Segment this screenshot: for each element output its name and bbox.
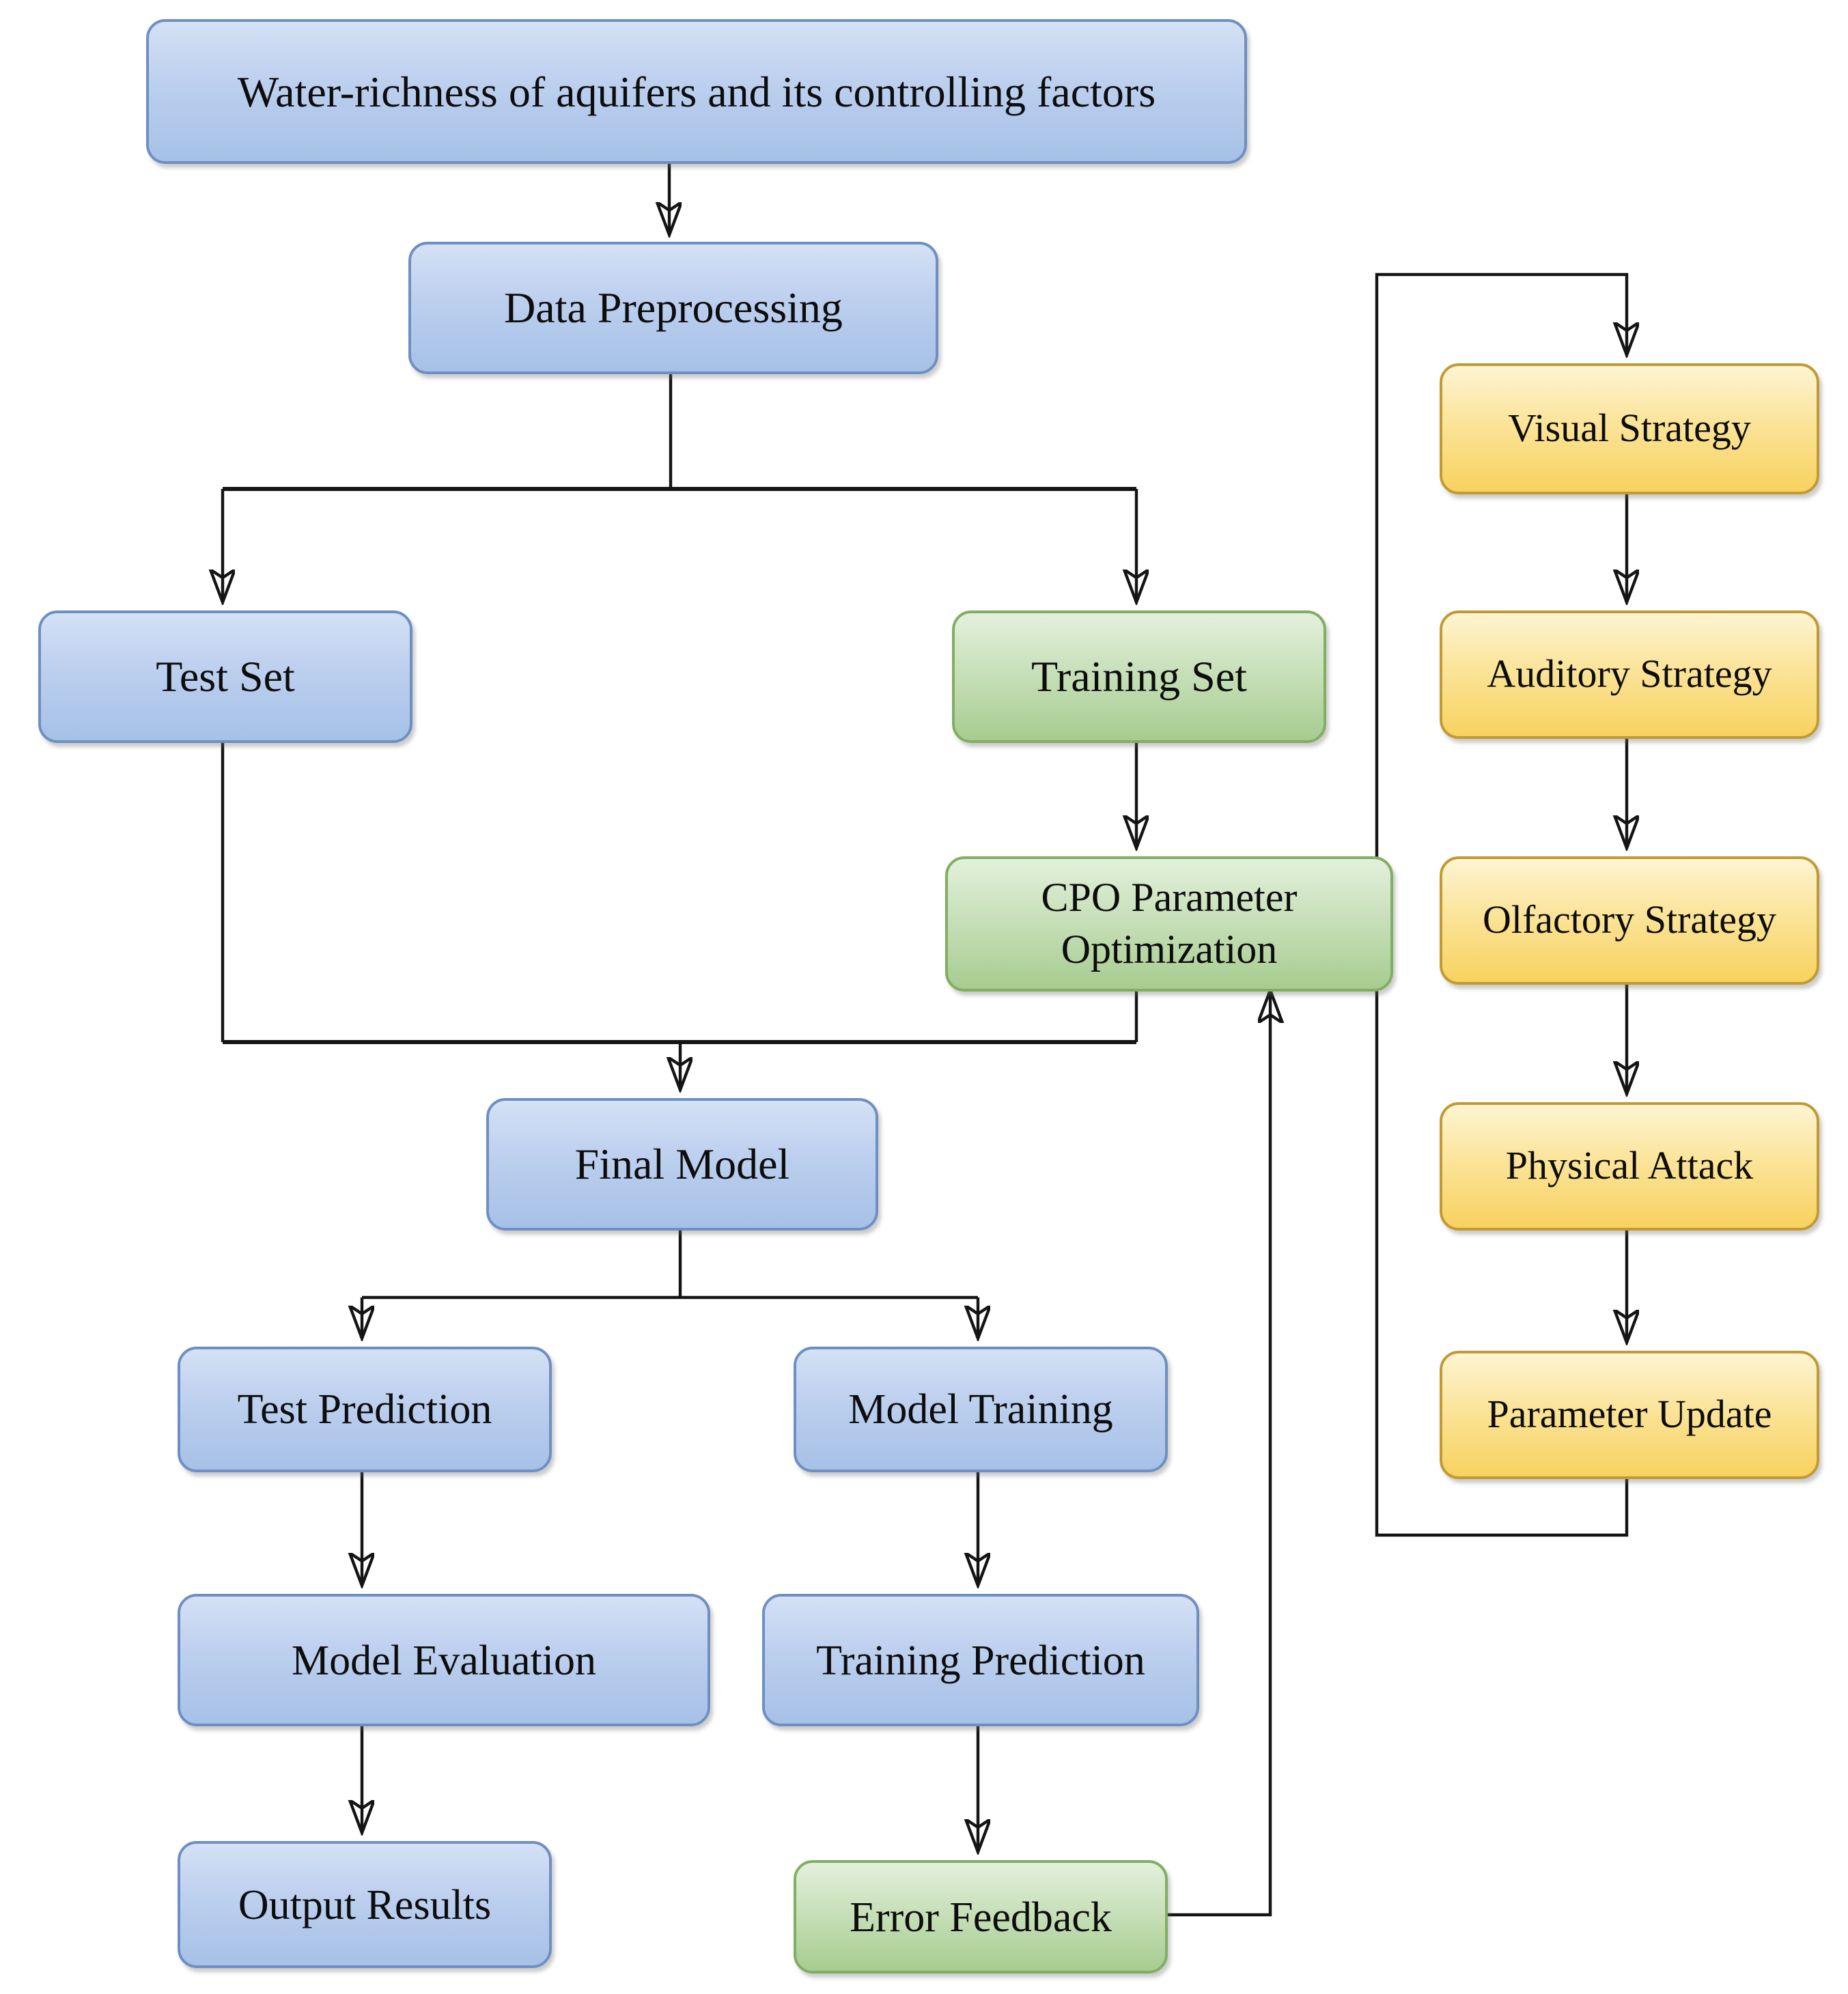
node-test-prediction: Test Prediction (178, 1347, 552, 1472)
node-error-feedback: Error Feedback (794, 1860, 1168, 1974)
node-olfactory-strategy: Olfactory Strategy (1440, 856, 1819, 985)
node-final-model: Final Model (486, 1098, 878, 1231)
node-training-set: Training Set (952, 610, 1326, 743)
node-output-results: Output Results (178, 1841, 552, 1968)
node-test-set: Test Set (38, 610, 412, 743)
node-auditory-strategy: Auditory Strategy (1440, 610, 1819, 739)
edge-errorfeedback-to-cpo (1162, 992, 1270, 1917)
node-data-preprocessing: Data Preprocessing (408, 242, 938, 374)
node-cpo-parameter-optimization: CPO Parameter Optimization (945, 856, 1393, 992)
node-visual-strategy: Visual Strategy (1440, 363, 1819, 494)
node-training-prediction: Training Prediction (762, 1594, 1199, 1726)
node-model-evaluation: Model Evaluation (178, 1594, 710, 1726)
node-parameter-update: Parameter Update (1440, 1351, 1819, 1479)
node-water-richness: Water-richness of aquifers and its contr… (146, 19, 1247, 164)
node-model-training: Model Training (794, 1347, 1168, 1472)
node-physical-attack: Physical Attack (1440, 1102, 1819, 1231)
